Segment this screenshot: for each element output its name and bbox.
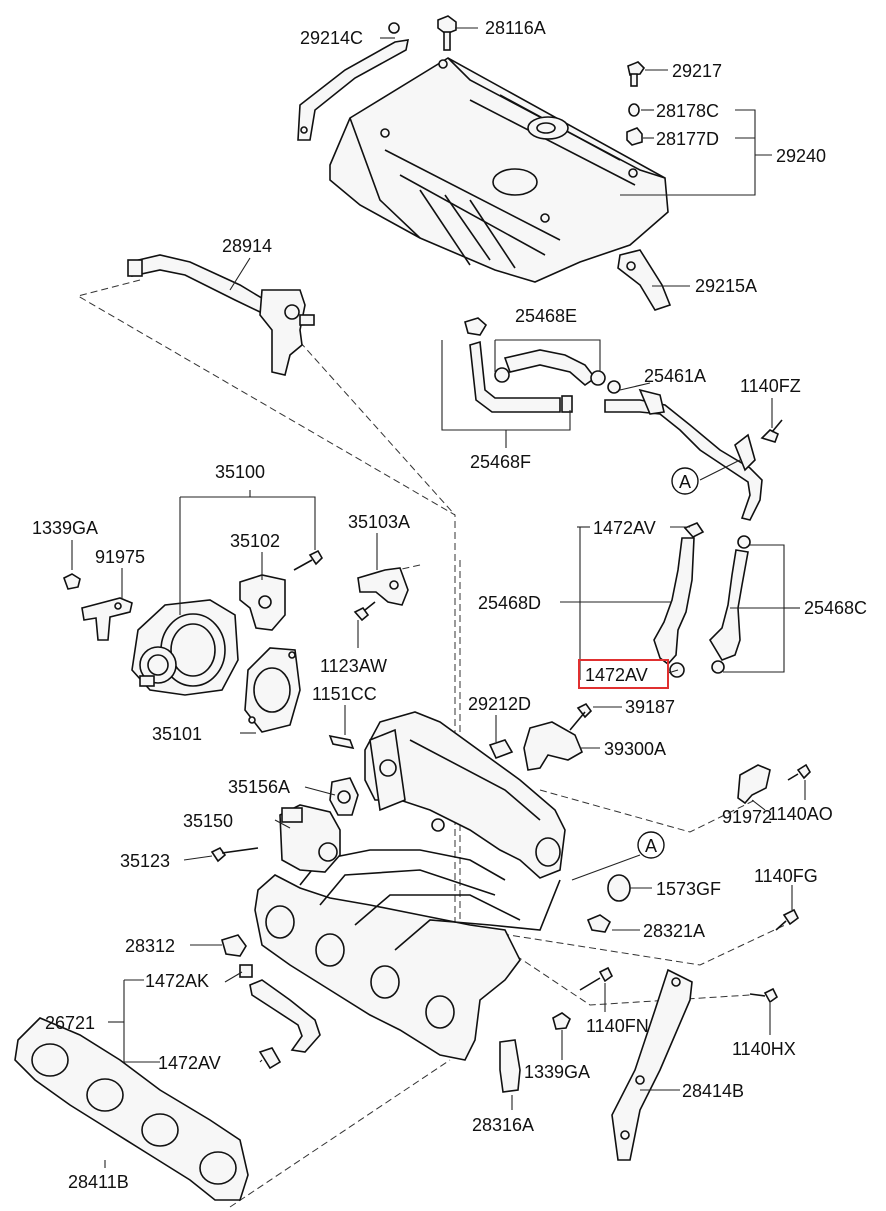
label-35100: 35100 bbox=[215, 462, 265, 482]
bolt-1123AW bbox=[353, 601, 376, 622]
label-1140FZ: 1140FZ bbox=[740, 376, 801, 396]
label-ref-a-top: A bbox=[679, 472, 691, 492]
bolt-35123 bbox=[210, 846, 259, 863]
bolt-1140FZ bbox=[760, 419, 783, 443]
label-28178C: 28178C bbox=[656, 101, 719, 121]
label-25461A: 25461A bbox=[644, 366, 706, 386]
grommet-28177D bbox=[626, 127, 643, 146]
label-25468C: 25468C bbox=[804, 598, 867, 618]
bolt-29217 bbox=[627, 61, 646, 87]
label-1140FN: 1140FN bbox=[586, 1016, 649, 1036]
label-35156A: 35156A bbox=[228, 777, 290, 797]
bracket-35103A bbox=[357, 567, 409, 606]
gasket-28411B bbox=[14, 1017, 249, 1201]
ref-marker-a-top bbox=[671, 467, 699, 495]
bolt-1140FN bbox=[579, 966, 614, 991]
label-39187: 39187 bbox=[625, 697, 675, 717]
highlight-box bbox=[578, 659, 669, 689]
grommet-28178C bbox=[628, 103, 640, 117]
hose-25468D bbox=[653, 522, 705, 678]
label-35150: 35150 bbox=[183, 811, 233, 831]
hose-26721 bbox=[239, 964, 321, 1070]
gasket-35156A bbox=[329, 777, 359, 816]
valve-35150 bbox=[279, 804, 341, 873]
gasket-35101 bbox=[244, 647, 301, 733]
bolt-35102-screw bbox=[293, 549, 323, 571]
label-28177D: 28177D bbox=[656, 129, 719, 149]
bracket-29215A bbox=[617, 249, 672, 311]
label-29212D: 29212D bbox=[468, 694, 531, 714]
throttle-body-35100 bbox=[131, 599, 239, 696]
bracket-91975 bbox=[81, 597, 133, 641]
bracket-28316A bbox=[499, 1039, 521, 1093]
label-25468D: 25468D bbox=[478, 593, 541, 613]
label-1339GA-bottom: 1339GA bbox=[524, 1062, 590, 1082]
label-28321A: 28321A bbox=[643, 921, 705, 941]
stud-1151CC bbox=[328, 734, 355, 750]
label-1472AV-bottom: 1472AV bbox=[158, 1053, 221, 1073]
label-39300A: 39300A bbox=[604, 739, 666, 759]
oring-1573GF bbox=[607, 874, 631, 902]
bolt-28116A bbox=[437, 15, 457, 51]
intake-manifold bbox=[254, 711, 566, 1061]
label-28116A: 28116A bbox=[485, 18, 546, 38]
hose-28914 bbox=[127, 254, 315, 376]
label-ref-a-bottom: A bbox=[645, 836, 657, 856]
nut-1339GA-bot bbox=[552, 1012, 571, 1030]
label-26721: 26721 bbox=[45, 1013, 95, 1033]
engine-cover bbox=[329, 57, 669, 283]
label-29217: 29217 bbox=[672, 61, 722, 81]
hose-25468E bbox=[494, 349, 606, 387]
label-28316A: 28316A bbox=[472, 1115, 534, 1135]
label-1472AV-top: 1472AV bbox=[593, 518, 656, 538]
label-1472AK: 1472AK bbox=[145, 971, 209, 991]
sensor-28321A bbox=[586, 914, 612, 933]
label-28312: 28312 bbox=[125, 936, 175, 956]
bolt-1140FG bbox=[775, 908, 800, 931]
bolt-1140AO bbox=[787, 763, 811, 781]
label-1573GF: 1573GF bbox=[656, 879, 721, 899]
label-29215A: 29215A bbox=[695, 276, 757, 296]
leader-lines bbox=[71, 27, 806, 1168]
sensor-39300A bbox=[523, 721, 584, 771]
label-35123: 35123 bbox=[120, 851, 170, 871]
bracket-29214C bbox=[297, 22, 410, 141]
sensor-35102 bbox=[239, 574, 286, 631]
part-labels: 29214C 28116A 29217 28178C 28177D 29240 … bbox=[32, 18, 867, 1192]
bolt-1140HX bbox=[749, 987, 779, 1004]
hose-25468F bbox=[464, 317, 573, 413]
label-91975: 91975 bbox=[95, 547, 145, 567]
label-1151CC: 1151CC bbox=[312, 684, 377, 704]
bolt-39187 bbox=[569, 702, 593, 731]
label-1140HX: 1140HX bbox=[732, 1039, 796, 1059]
ref-marker-a-bottom bbox=[637, 831, 665, 859]
stud-29212D bbox=[488, 739, 514, 760]
label-35103A: 35103A bbox=[348, 512, 410, 532]
label-28414B: 28414B bbox=[682, 1081, 744, 1101]
label-35101: 35101 bbox=[152, 724, 202, 744]
label-1339GA-top: 1339GA bbox=[32, 518, 98, 538]
label-1123AW: 1123AW bbox=[320, 656, 387, 676]
label-1140FG: 1140FG bbox=[754, 866, 818, 886]
label-1472AV-highlight: 1472AV bbox=[585, 665, 648, 685]
hose-25468C bbox=[708, 535, 751, 674]
pipe-25461A bbox=[604, 380, 763, 521]
bracket-91972 bbox=[737, 764, 771, 805]
stay-28414B bbox=[611, 968, 693, 1161]
nut-1339GA-top bbox=[63, 573, 81, 590]
label-29214C: 29214C bbox=[300, 28, 363, 48]
fitting-28312 bbox=[221, 934, 247, 957]
label-91972: 91972 bbox=[722, 807, 772, 827]
label-28914: 28914 bbox=[222, 236, 272, 256]
label-25468F: 25468F bbox=[470, 452, 531, 472]
label-25468E: 25468E bbox=[515, 306, 577, 326]
label-29240: 29240 bbox=[776, 146, 826, 166]
label-1140AO: 1140AO bbox=[768, 804, 833, 824]
label-28411B: 28411B bbox=[68, 1172, 129, 1192]
label-35102: 35102 bbox=[230, 531, 280, 551]
